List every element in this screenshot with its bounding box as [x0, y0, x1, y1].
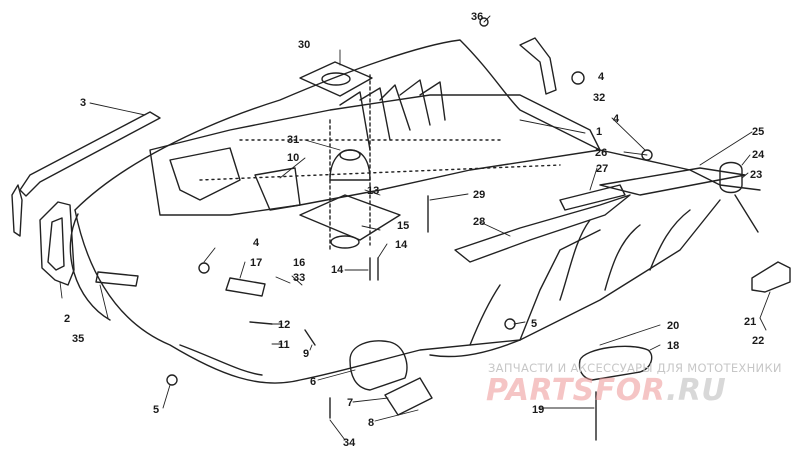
- callout-21: 21: [744, 316, 756, 328]
- nut-part-4-left: [198, 262, 210, 274]
- callout-5-right: 5: [531, 318, 537, 330]
- callout-13: 13: [367, 185, 379, 197]
- watermark-logo-main: PARTSFOR: [486, 373, 666, 408]
- callout-34: 34: [343, 437, 356, 449]
- callout-15: 15: [397, 220, 409, 232]
- callout-26: 26: [595, 147, 607, 159]
- duct-inner-part-10: [254, 167, 301, 211]
- bolt-part-23: [734, 194, 759, 233]
- boot-top-part-31: [339, 149, 361, 161]
- callout-36: 36: [471, 11, 483, 23]
- watermark-tagline: ЗАПЧАСТИ И АКСЕССУАРЫ ДЛЯ МОТОТЕХНИКИ: [488, 361, 782, 375]
- callout-2: 2: [64, 313, 70, 325]
- callout-1: 1: [596, 126, 602, 138]
- callout-30: 30: [298, 39, 310, 51]
- callout-19: 19: [532, 404, 544, 416]
- nut-part-4-top: [571, 71, 585, 85]
- lamp-part-18: [578, 345, 653, 381]
- screw-part-36: [479, 17, 489, 27]
- callout-10: 10: [287, 152, 299, 164]
- callout-18: 18: [667, 340, 679, 352]
- boot-part-31: [329, 149, 371, 181]
- callout-31: 31: [287, 134, 299, 146]
- watermark-logo-suffix: .RU: [665, 373, 727, 408]
- reflector-part-21: [751, 261, 791, 293]
- plate-hole-part-30: [321, 72, 351, 86]
- callout-32: 32: [593, 92, 605, 104]
- callout-3: 3: [80, 97, 86, 109]
- duct-part-10: [169, 147, 241, 201]
- callout-4-right: 4: [613, 113, 620, 125]
- callout-4-left: 4: [253, 237, 260, 249]
- nut-part-26: [641, 149, 653, 161]
- callout-28: 28: [473, 216, 485, 228]
- callout-27: 27: [596, 163, 608, 175]
- bracket-part-17: [225, 277, 266, 297]
- callout-29: 29: [473, 189, 485, 201]
- callout-8: 8: [368, 417, 374, 429]
- nut-part-5-right: [504, 318, 516, 330]
- callout-33: 33: [293, 272, 305, 284]
- leader-lines: [59, 15, 771, 441]
- callout-7: 7: [347, 397, 353, 409]
- vent-part-27: [559, 184, 626, 211]
- lower-plate: [299, 194, 401, 241]
- callout-9: 9: [303, 348, 309, 360]
- handle-part-35: [95, 271, 139, 287]
- bolt-part-9: [304, 329, 316, 346]
- side-rail-part-2b: [11, 184, 23, 237]
- callout-20: 20: [667, 320, 679, 332]
- callout-11: 11: [278, 339, 290, 351]
- callout-25: 25: [752, 126, 764, 138]
- watermark-logo: PARTSFOR.RU: [486, 373, 726, 408]
- callout-12: 12: [278, 319, 290, 331]
- housing-part-6: [349, 340, 408, 391]
- callout-5-left: 5: [153, 404, 159, 416]
- callout-16: 16: [293, 257, 305, 269]
- gasket-part-7: [384, 377, 433, 416]
- trim-strip-part-3: [19, 111, 161, 197]
- bracket-part-36: [519, 37, 557, 95]
- lower-plate-hole: [330, 235, 360, 249]
- upper-deck-panel: [149, 74, 601, 251]
- hood-body: [69, 39, 761, 384]
- callout-14-right: 14: [395, 239, 408, 251]
- bushing-part-24: [719, 161, 743, 194]
- side-rail-part-2: [39, 201, 75, 286]
- callout-24: 24: [752, 149, 765, 161]
- nut-part-5-left: [166, 374, 178, 386]
- bolt-part-12: [249, 321, 273, 325]
- callout-17: 17: [250, 257, 262, 269]
- callout-23: 23: [750, 169, 762, 181]
- callout-22: 22: [752, 335, 764, 347]
- callout-6: 6: [310, 376, 316, 388]
- callout-14-left: 14: [331, 264, 344, 276]
- callout-4-top: 4: [598, 71, 605, 83]
- vent-part-28: [454, 194, 631, 263]
- plate-part-30: [299, 61, 373, 97]
- callout-35: 35: [72, 333, 84, 345]
- part-number-labels: 36 30 4 32 3 1 4 25 26 24 31 10 27 23 13…: [64, 11, 765, 449]
